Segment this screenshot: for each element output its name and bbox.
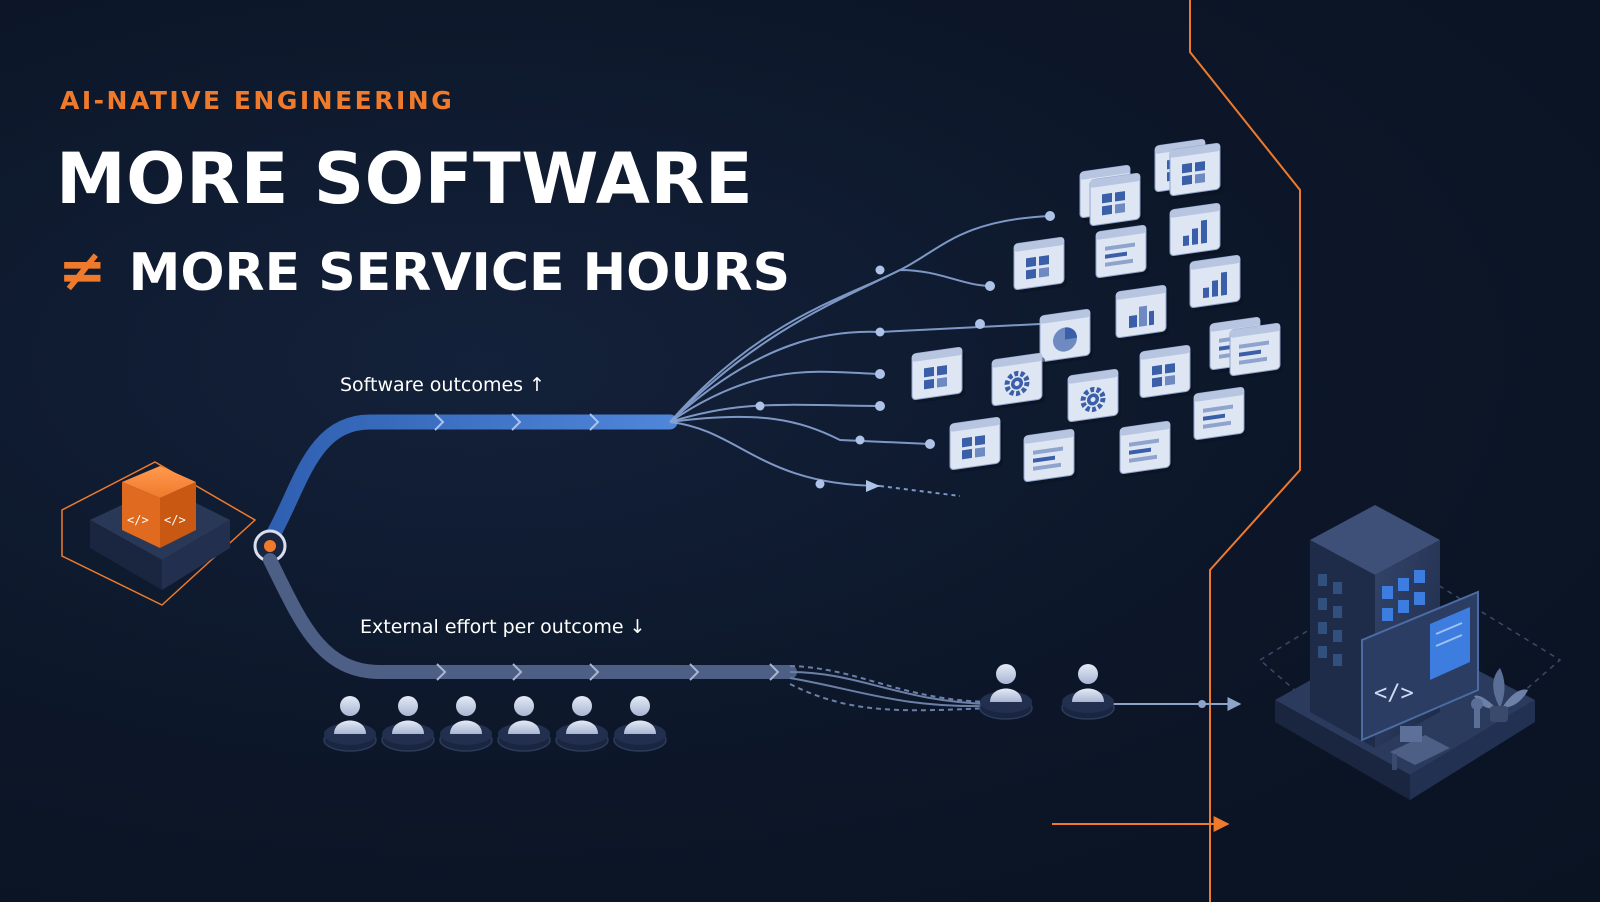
person-icon bbox=[323, 696, 377, 752]
outcome-card-pie-icon bbox=[1039, 308, 1093, 366]
outcome-card-grid-icon bbox=[1013, 236, 1067, 294]
person-icon bbox=[979, 664, 1033, 720]
upper-flow-label-text: Software outcomes bbox=[340, 374, 524, 396]
headline: MORE SOFTWARE bbox=[56, 138, 754, 220]
up-arrow-icon: ↑ bbox=[529, 374, 546, 396]
outcome-card-lines-icon bbox=[1193, 386, 1247, 444]
handoff-node bbox=[1198, 700, 1206, 708]
person-icon bbox=[497, 696, 551, 752]
boundary-line bbox=[1189, 0, 1301, 902]
outcome-card-grid-icon bbox=[911, 346, 965, 404]
cube-glyph-right: </> bbox=[164, 513, 186, 527]
branch-end-arrow bbox=[866, 480, 880, 492]
upper-flow-chevrons bbox=[434, 413, 600, 431]
outcome-card-lines-icon bbox=[1023, 428, 1077, 486]
screen-code-glyph: </> bbox=[1374, 681, 1414, 706]
subline-text: MORE SERVICE HOURS bbox=[128, 243, 791, 303]
lower-flow-path bbox=[263, 553, 797, 679]
eyebrow-label: AI-NATIVE ENGINEERING bbox=[60, 86, 455, 115]
person-icon bbox=[439, 696, 493, 752]
outcome-card-grid-icon bbox=[1089, 172, 1143, 230]
down-arrow-icon: ↓ bbox=[629, 616, 646, 638]
outcome-card-bars-icon bbox=[1189, 254, 1243, 312]
outcome-card-lines-icon bbox=[1119, 420, 1173, 478]
person-icon bbox=[381, 696, 435, 752]
upper-flow-label: Software outcomes ↑ bbox=[340, 374, 545, 396]
outcome-cards bbox=[911, 138, 1283, 486]
outcome-branches bbox=[669, 215, 1051, 497]
code-screen-icon: </> bbox=[1361, 590, 1479, 742]
outcome-card-gear-icon bbox=[991, 352, 1045, 410]
not-equal-icon: ≠ bbox=[58, 236, 107, 304]
desk-icon bbox=[1390, 726, 1450, 770]
lower-flow-label-text: External effort per outcome bbox=[360, 616, 624, 638]
person-icon bbox=[555, 696, 609, 752]
outcome-card-chart-icon bbox=[1115, 284, 1169, 342]
outcome-card-lines-icon bbox=[1095, 224, 1149, 282]
outcome-card-grid-icon bbox=[949, 416, 1003, 474]
outcome-card-grid-icon bbox=[1139, 344, 1193, 402]
outcome-card-lines-icon bbox=[1229, 322, 1283, 380]
cube-glyph-left: </> bbox=[127, 513, 149, 527]
outcome-card-bars-icon bbox=[1169, 202, 1223, 260]
lower-flow-label: External effort per outcome ↓ bbox=[360, 616, 646, 638]
junction-node bbox=[253, 529, 287, 563]
branch-nodes bbox=[755, 211, 1055, 489]
person-icon bbox=[613, 696, 667, 752]
lower-flow-convergence bbox=[789, 665, 991, 712]
lamp-icon bbox=[1471, 698, 1483, 728]
outcome-card-gear-icon bbox=[1067, 368, 1121, 426]
lower-flow-chevrons bbox=[436, 663, 780, 681]
outcome-card-grid-icon bbox=[1169, 142, 1223, 200]
subline: ≠ MORE SERVICE HOURS bbox=[58, 236, 790, 304]
code-cube-icon: </> </> bbox=[122, 466, 196, 548]
person-icon bbox=[1061, 664, 1115, 720]
people-group bbox=[323, 664, 1115, 752]
upper-flow-path bbox=[262, 414, 678, 548]
